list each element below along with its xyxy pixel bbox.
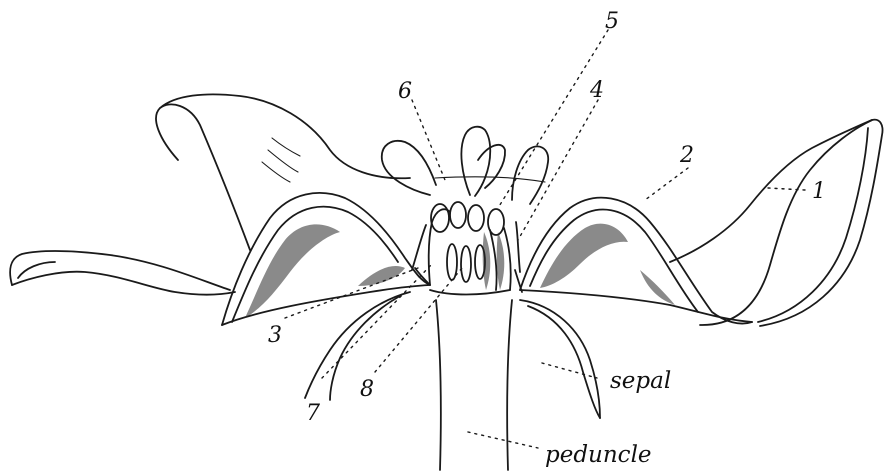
central-organs	[382, 127, 548, 295]
label-3: 3	[268, 323, 282, 348]
label-peduncle: peduncle	[545, 442, 652, 468]
label-2: 2	[679, 143, 694, 168]
label-8: 8	[360, 377, 374, 402]
label-7: 7	[306, 401, 320, 426]
label-sepal: sepal	[610, 368, 671, 394]
stigma-lobe-left	[382, 141, 436, 195]
labels: 1 2 3 4 5 6 7 8 sepal peduncle	[268, 9, 826, 468]
label-4: 4	[589, 78, 604, 103]
stigma-lobe-center	[461, 127, 490, 196]
label-5: 5	[605, 9, 619, 34]
left-petal	[10, 251, 230, 290]
label-1: 1	[812, 179, 826, 204]
sepals	[305, 292, 600, 418]
right-sepal	[520, 300, 600, 418]
left-sepal	[305, 292, 410, 398]
label-6: 6	[398, 79, 412, 104]
upper-left-petal	[156, 94, 410, 250]
right-petal	[700, 120, 883, 326]
peduncle	[436, 300, 512, 470]
